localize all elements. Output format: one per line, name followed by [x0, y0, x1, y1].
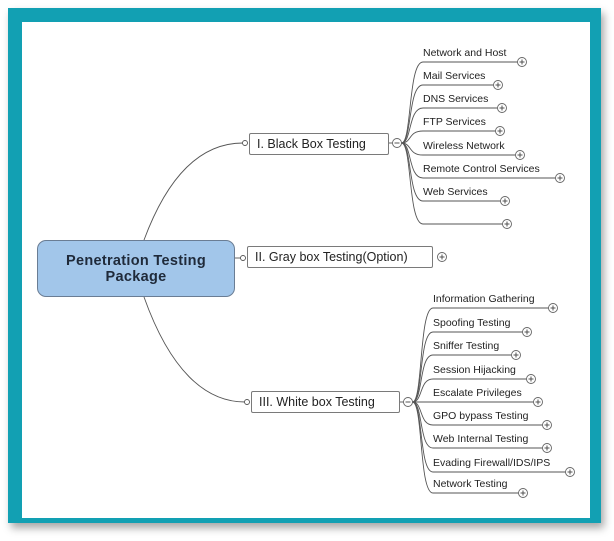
leaf-connector: [401, 142, 424, 179]
branch-gray-box[interactable]: II. Gray box Testing(Option): [247, 246, 433, 268]
anchor-white-box: [244, 399, 250, 405]
leaf-node-label[interactable]: Network Testing: [433, 478, 508, 490]
leaf-connector: [401, 84, 424, 144]
link-root-white-box: [143, 296, 246, 403]
leaf-node-label[interactable]: Escalate Privileges: [433, 387, 522, 399]
leaf-connector: [401, 107, 424, 144]
branch-black-box-label: I. Black Box Testing: [257, 137, 366, 151]
link-root-black-box: [143, 142, 244, 241]
leaf-node-label[interactable]: DNS Services: [423, 93, 489, 105]
branch-gray-box-label: II. Gray box Testing(Option): [255, 250, 408, 264]
leaf-node-label[interactable]: Spoofing Testing: [433, 317, 511, 329]
leaf-connector: [401, 130, 424, 144]
branch-black-box[interactable]: I. Black Box Testing: [249, 133, 389, 155]
leaf-node-label[interactable]: Mail Services: [423, 70, 486, 82]
leaf-connector: [412, 307, 434, 403]
leaf-node-label[interactable]: Session Hijacking: [433, 364, 516, 376]
leaf-node-label[interactable]: Remote Control Services: [423, 163, 540, 175]
leaf-node-label[interactable]: Web Internal Testing: [433, 433, 529, 445]
branch-white-box-label: III. White box Testing: [259, 395, 375, 409]
leaf-node-label[interactable]: Information Gathering: [433, 293, 535, 305]
root-node-label: Penetration Testing Package: [66, 252, 206, 285]
leaf-connector: [412, 401, 434, 494]
anchor-black-box: [242, 140, 248, 146]
leaf-node-label[interactable]: Sniffer Testing: [433, 340, 500, 352]
leaf-connector: [401, 142, 424, 225]
root-node[interactable]: Penetration Testing Package: [37, 240, 235, 297]
leaf-node-label[interactable]: Web Services: [423, 186, 488, 198]
leaf-node-label[interactable]: Wireless Network: [423, 140, 505, 152]
leaf-node-label[interactable]: FTP Services: [423, 116, 486, 128]
anchor-gray-box: [240, 255, 246, 261]
leaf-node-label[interactable]: Network and Host: [423, 47, 507, 59]
leaf-node-label[interactable]: Evading Firewall/IDS/IPS: [433, 457, 551, 469]
branch-white-box[interactable]: III. White box Testing: [251, 391, 400, 413]
leaf-connector: [401, 61, 424, 144]
leaf-connector: [401, 142, 424, 202]
leaf-connector: [412, 378, 434, 403]
leaf-connector: [412, 354, 434, 403]
leaf-node-label[interactable]: GPO bypass Testing: [433, 410, 529, 422]
